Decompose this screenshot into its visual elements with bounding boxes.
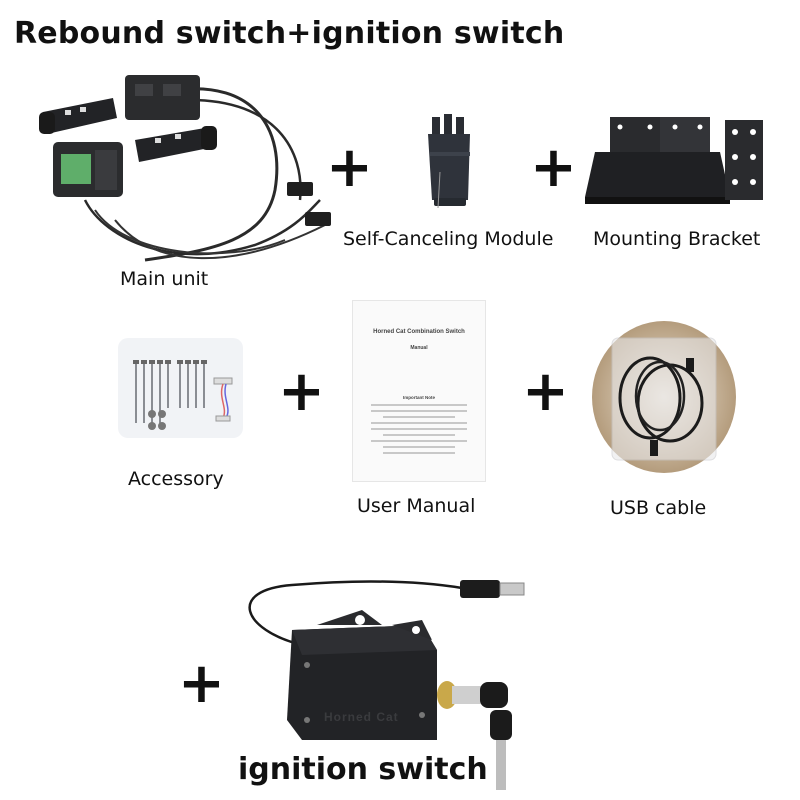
ignition-switch-label: ignition switch	[238, 752, 488, 787]
manual-text-line	[383, 416, 455, 418]
plus-sign: +	[178, 651, 225, 716]
bracket-icon	[585, 117, 763, 204]
plus-sign: +	[522, 359, 569, 424]
accessory-label: Accessory	[128, 468, 224, 490]
combination-switch-icon	[39, 75, 331, 262]
mounting-bracket-label: Mounting Bracket	[593, 228, 761, 250]
screws-icon	[118, 338, 243, 438]
manual-text-line	[383, 434, 455, 436]
user-manual-image: Horned Cat Combination Switch Manual Imp…	[352, 300, 486, 482]
user-manual-label: User Manual	[357, 495, 476, 517]
manual-text-line	[371, 440, 467, 442]
manual-doc-subtitle: Manual	[410, 345, 428, 351]
page-title: Rebound switch+ignition switch	[14, 16, 565, 51]
usb-cable-icon	[592, 321, 736, 473]
main-unit-label: Main unit	[120, 268, 209, 290]
self-canceling-module-image	[420, 112, 480, 212]
self-canceling-module-label: Self-Canceling Module	[343, 228, 554, 250]
plus-sign: +	[530, 135, 577, 200]
manual-doc-heading: Important Note	[403, 395, 435, 400]
usb-cable-label: USB cable	[610, 497, 707, 519]
manual-text-line	[383, 446, 455, 448]
ignition-box-icon	[248, 580, 525, 790]
accessory-image	[118, 338, 243, 438]
manual-doc-title: Horned Cat Combination Switch	[373, 329, 465, 335]
plus-sign: +	[278, 359, 325, 424]
ignition-switch-image: Horned Cat	[232, 570, 537, 800]
plus-sign: +	[326, 135, 373, 200]
mounting-bracket-image	[585, 112, 770, 217]
ignition-brand-embossed: Horned Cat	[324, 710, 399, 724]
main-unit-image	[25, 70, 350, 275]
manual-text-line	[371, 422, 467, 424]
manual-text-line	[371, 410, 467, 412]
module-icon	[428, 114, 470, 209]
manual-text-line	[371, 404, 467, 406]
manual-text-line	[383, 452, 455, 454]
usb-cable-image	[590, 318, 738, 476]
manual-text-line	[371, 428, 467, 430]
